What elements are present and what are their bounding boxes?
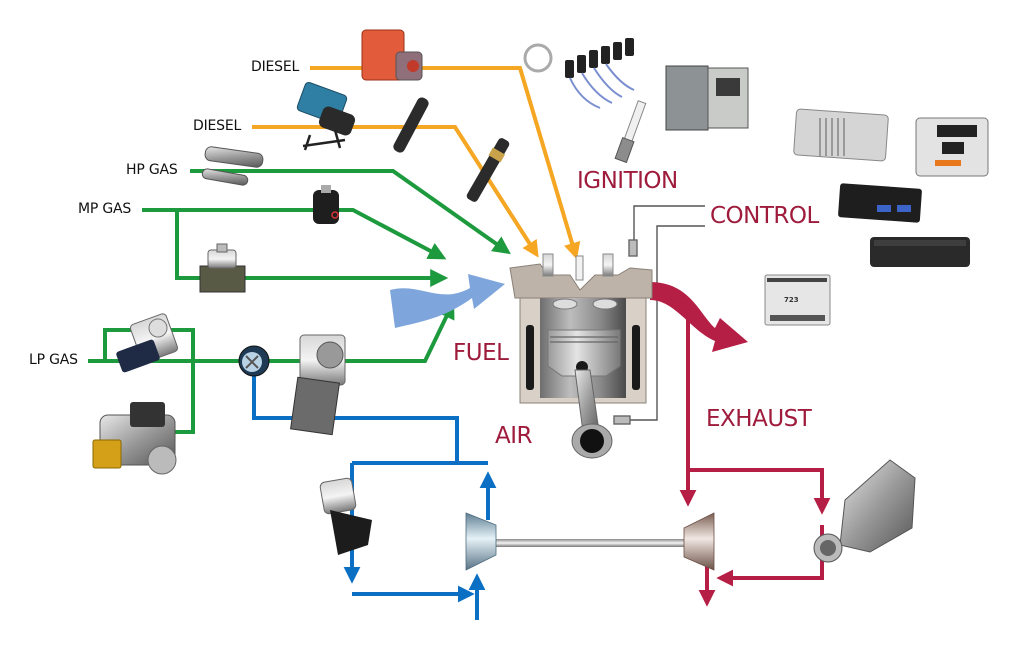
water-jacket-left — [526, 325, 534, 390]
label-ignition: IGNITION — [577, 168, 678, 194]
valve-right — [592, 298, 618, 310]
lp-gas-bypass — [103, 328, 195, 434]
wastegate-valve[interactable] — [813, 459, 916, 563]
svg-text:723: 723 — [784, 296, 799, 304]
exhaust-to-wastegate — [688, 468, 831, 515]
hp-gas-injector[interactable] — [201, 146, 264, 186]
control-wire-2 — [628, 225, 705, 421]
control-wire-1 — [633, 205, 705, 240]
diesel-injector-2[interactable] — [464, 136, 511, 204]
sensor-bottom — [613, 415, 631, 425]
intake-air-arrow — [390, 274, 505, 328]
control-wires — [613, 205, 705, 425]
mp-gas-regulator[interactable] — [313, 185, 339, 224]
spring-right — [602, 253, 614, 277]
sensor-top — [628, 239, 638, 257]
lp-gas-throttle-valve[interactable] — [115, 313, 179, 373]
air-lines — [252, 375, 497, 620]
turbocharger — [465, 512, 715, 571]
hp-gas-line — [190, 169, 511, 255]
wastegate-return — [716, 525, 824, 587]
diesel-unit-pump[interactable] — [296, 81, 357, 151]
crank-bore — [580, 429, 604, 453]
air-mixer-to-throttle — [252, 375, 459, 463]
label-hp-gas: HP GAS — [126, 162, 178, 178]
turbo-shaft — [495, 539, 690, 547]
mp-gas-line — [142, 208, 447, 260]
throttle-body[interactable] — [290, 334, 346, 436]
control-module-housing[interactable] — [870, 237, 970, 267]
label-diesel-1: DIESEL — [251, 59, 300, 75]
digital-control-723[interactable]: 723 — [764, 274, 831, 326]
ignition-control-cabinet[interactable] — [665, 65, 749, 131]
diesel-line-2 — [252, 125, 539, 258]
compressor-wheel — [465, 512, 497, 571]
engine-cylinder — [509, 253, 653, 459]
gas-mixer[interactable] — [238, 345, 270, 377]
diesel-line-1 — [310, 66, 581, 260]
exhaust-flow-arrow — [650, 282, 748, 352]
lp-gas-shutoff-valve[interactable] — [92, 402, 177, 475]
spark-plug-center — [575, 255, 584, 281]
diesel-injection-pump[interactable] — [361, 29, 423, 81]
label-control: CONTROL — [710, 203, 819, 229]
engine-control-module[interactable] — [793, 108, 889, 162]
mp-gas-valve-block[interactable] — [199, 243, 246, 293]
spring-left — [542, 253, 554, 277]
label-fuel: FUEL — [453, 340, 509, 366]
gas-lines — [88, 169, 511, 434]
diesel-lines — [252, 66, 581, 260]
valve-left — [552, 298, 578, 310]
label-lp-gas: LP GAS — [29, 352, 78, 368]
engine-control-unit[interactable] — [915, 117, 989, 177]
diesel-injector-1[interactable] — [392, 96, 431, 155]
mp-gas-branch — [175, 210, 449, 287]
label-exhaust: EXHAUST — [706, 406, 812, 432]
spark-plug[interactable] — [614, 100, 647, 164]
label-diesel-2: DIESEL — [193, 118, 242, 134]
label-air: AIR — [495, 423, 533, 449]
compressor-bypass-valve[interactable] — [319, 477, 372, 555]
ignition-coils-harness[interactable] — [523, 38, 635, 109]
control-module-black[interactable] — [838, 183, 922, 223]
turbine-wheel — [683, 512, 715, 571]
water-jacket-right — [632, 325, 640, 390]
lp-gas-line — [88, 300, 455, 363]
label-mp-gas: MP GAS — [78, 201, 132, 217]
